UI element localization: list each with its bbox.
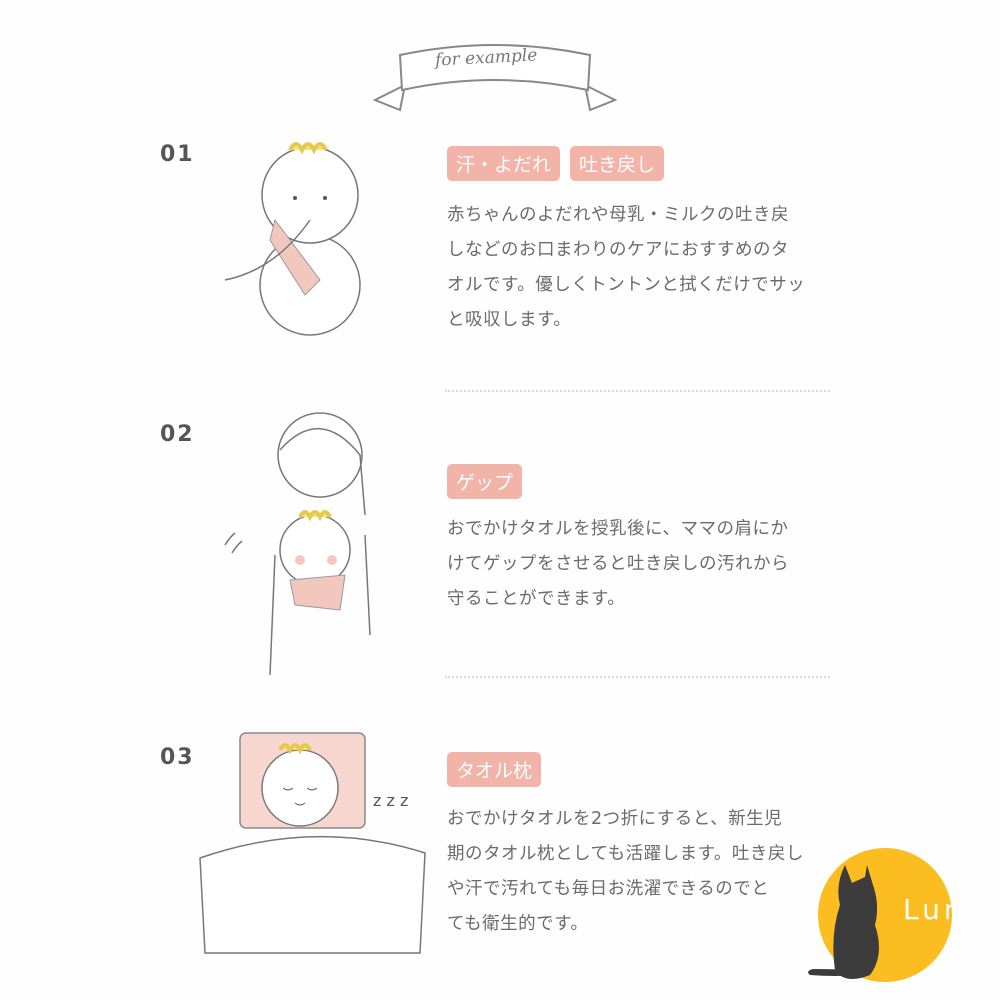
luna-watermark: Luna: [805, 845, 1000, 995]
section-number: 02: [160, 422, 195, 447]
section-description: おでかけタオルを2つ折にすると、新生児 期のタオル枕としても活躍します。吐き戻し…: [447, 809, 804, 934]
baby-sleeping-illustration: z z z: [199, 732, 426, 954]
tag: ゲップ: [447, 464, 523, 499]
divider: [445, 676, 830, 678]
tag-list: ゲップ: [447, 464, 532, 499]
tag: 吐き戻し: [570, 146, 665, 181]
cat-moon-logo-icon: [808, 848, 952, 982]
section-number: 01: [160, 142, 195, 167]
tag: タオル枕: [447, 752, 542, 787]
watermark-text: Luna: [903, 893, 987, 926]
section-description: おでかけタオルを授乳後に、ママの肩にか けてゲップをさせると吐き戻しの汚れから …: [447, 519, 789, 609]
mother-burping-baby-illustration: [224, 412, 371, 676]
section-description: 赤ちゃんのよだれや母乳・ミルクの吐き戻 しなどのお口まわりのケアにおすすめのタ …: [447, 205, 806, 330]
baby-drool-illustration: [224, 142, 361, 336]
svg-text:z z z: z z z: [373, 791, 408, 810]
section-number: 03: [160, 745, 195, 770]
tag-list: タオル枕: [447, 752, 551, 787]
for-example-banner: for example: [370, 40, 620, 119]
tag-list: 汗・よだれ吐き戻し: [447, 146, 674, 181]
ribbon-icon: [372, 44, 618, 112]
divider: [445, 390, 830, 392]
tag: 汗・よだれ: [447, 146, 561, 181]
